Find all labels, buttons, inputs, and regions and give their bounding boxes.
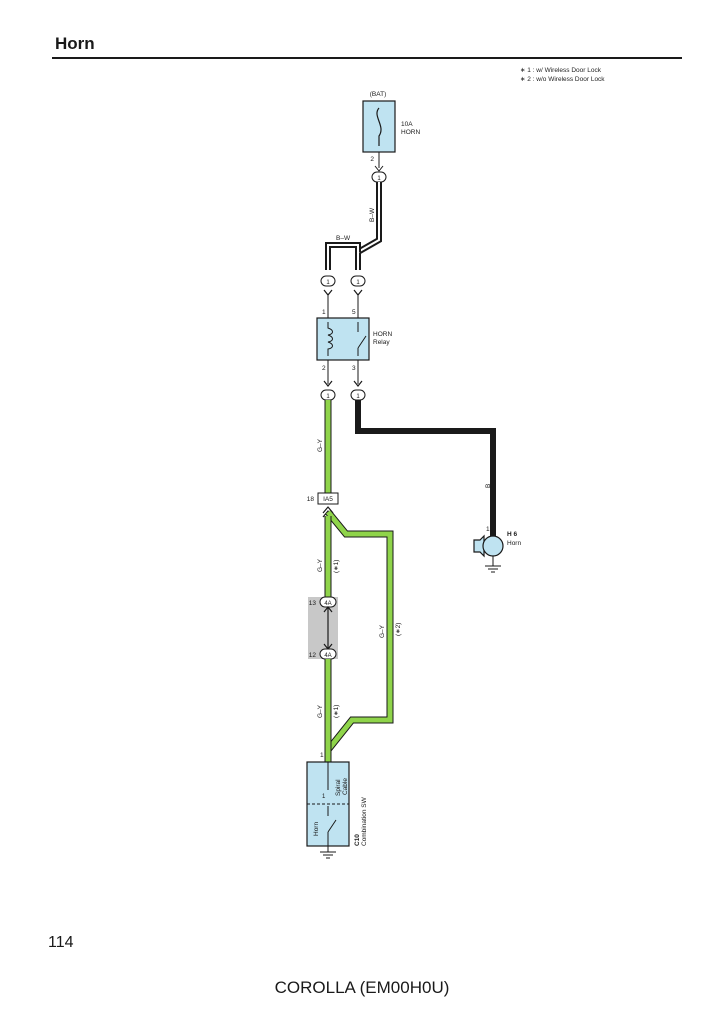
wire-label-b: B <box>485 484 492 488</box>
wire-b-w-core <box>357 182 380 270</box>
wire-b-w-loop-core <box>327 244 359 270</box>
ia5-connector <box>317 492 339 505</box>
connector-oval <box>320 275 336 287</box>
relay-name: HORN <box>373 331 392 338</box>
wire-label-g-y: G–Y <box>317 558 324 572</box>
connector-label: 1 <box>326 394 330 400</box>
ia5-label: IA5 <box>323 496 333 503</box>
horn-speaker-icon <box>473 534 485 558</box>
fuse-icon <box>376 107 382 146</box>
horn-name: Horn <box>507 540 521 547</box>
connector-label: 1 <box>356 394 360 400</box>
wire-b <box>355 400 496 549</box>
conn-4a-bottom-pin: 12 <box>309 652 317 659</box>
ground-icon <box>485 556 501 573</box>
horn-body <box>482 535 504 557</box>
battery-label: (BAT) <box>370 91 387 98</box>
connector-label: 1 <box>356 280 360 286</box>
wire-b-w-loop <box>325 242 361 270</box>
combo-code: C10 <box>354 834 361 846</box>
spiral-line1: Spiral <box>335 779 342 796</box>
connector-oval <box>350 275 366 287</box>
page-title: Horn <box>55 34 95 53</box>
relay-pin-5: 5 <box>352 309 356 316</box>
connector-4a-block <box>308 597 338 659</box>
horn-pin: 1 <box>486 526 490 533</box>
wire-label-b-w: B–W <box>336 235 351 242</box>
conn-4a-bottom-label: 4A <box>324 653 331 659</box>
wire-label-g-y: G–Y <box>379 624 386 638</box>
horn-switch-icon <box>327 806 337 852</box>
wire-b-w <box>355 182 382 270</box>
connector-label: 1 <box>377 176 381 182</box>
spiral-line2: Cable <box>342 778 349 795</box>
horn-relay <box>316 317 370 361</box>
connector-arrow <box>374 165 384 172</box>
relay-coil-icon <box>327 322 333 356</box>
relay-sub: Relay <box>373 339 390 346</box>
wire-label-g-y: G–Y <box>317 704 324 718</box>
page-number: 114 <box>48 934 74 951</box>
note-wireless-door-lock: ∗ 1 : w/ Wireless Door Lock <box>520 67 601 74</box>
fuse-rating: 10A <box>401 121 413 128</box>
variant-label-1: (∗1) <box>333 560 340 573</box>
conn-4a-top-pin: 13 <box>309 600 317 607</box>
fuse-name: HORN <box>401 129 420 136</box>
connector-arrows <box>323 289 363 296</box>
relay-switch-icon <box>357 322 367 356</box>
title-divider <box>52 57 682 59</box>
horn-switch-label: Horn <box>313 822 320 836</box>
ground-icon <box>320 851 336 859</box>
horn-code: H 6 <box>507 531 518 538</box>
relay-pin-3: 3 <box>352 365 356 372</box>
combo-name: Combination SW <box>361 796 368 846</box>
relay-pin-1: 1 <box>322 309 326 316</box>
ia5-pin: 18 <box>307 496 315 503</box>
note-no-wireless-door-lock: ∗ 2 : w/o Wireless Door Lock <box>520 76 605 83</box>
connector-label: 1 <box>326 280 330 286</box>
spiral-pin: 1 <box>322 794 326 800</box>
wire-label-g-y: G–Y <box>317 438 324 452</box>
variant-label-2: (∗2) <box>395 623 402 636</box>
wire-label-b-w-vertical: B–W <box>369 207 376 222</box>
footer-model: COROLLA (EM00H0U) <box>274 978 450 997</box>
relay-pin-2: 2 <box>322 365 326 372</box>
fuse-pin: 2 <box>370 156 374 163</box>
conn-4a-top-label: 4A <box>324 601 331 607</box>
combo-pin: 1 <box>320 752 324 759</box>
variant-label-1: (∗1) <box>333 705 340 718</box>
wire-g-y-branch-2-fill <box>326 510 393 752</box>
connector-arrows <box>323 380 363 387</box>
